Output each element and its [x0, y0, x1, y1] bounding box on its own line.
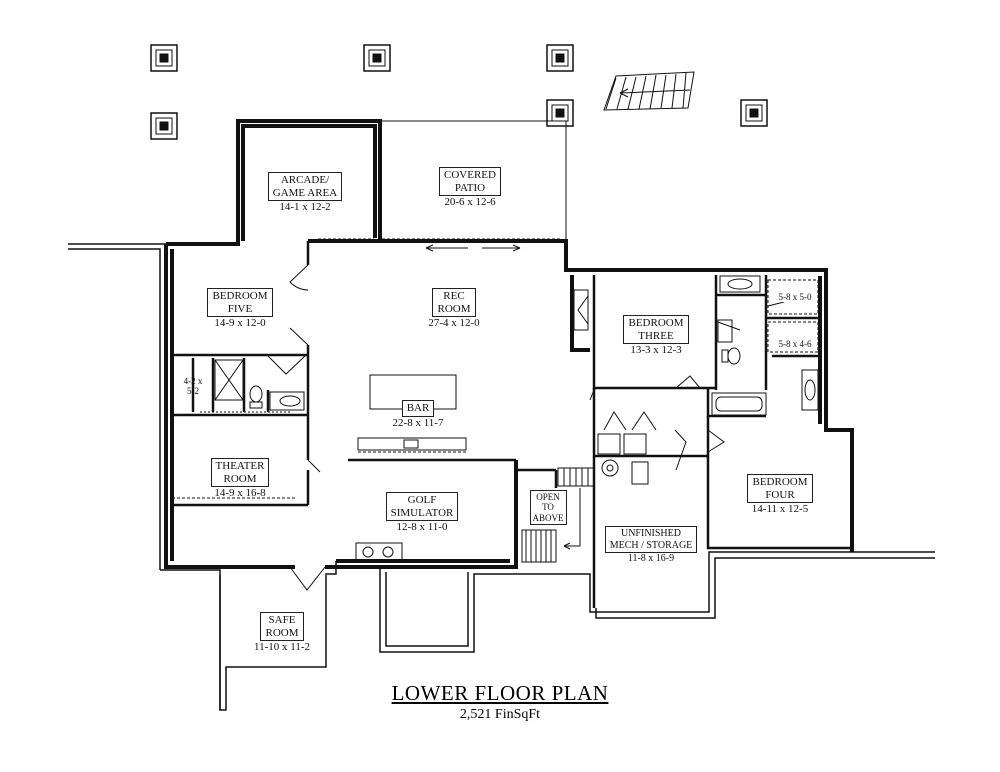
- room-dimension: 14-9 x 12-0: [214, 317, 266, 330]
- room-name-line: ABOVE: [532, 512, 564, 523]
- room-dimension: 4-2 x: [183, 376, 203, 386]
- room-dimension: 13-3 x 12-3: [630, 344, 682, 357]
- room-dimension: 5-8 x 5-0: [778, 292, 812, 302]
- room-name-line: GOLF: [407, 494, 437, 506]
- room-dimension: 14-1 x 12-2: [279, 201, 331, 214]
- theater-riser: [172, 411, 296, 499]
- plan-title: LOWER FLOOR PLAN: [391, 681, 609, 705]
- room-name-line: GAME AREA: [272, 186, 338, 199]
- sliding-door-arrows: [425, 244, 521, 252]
- golf-simulator-units: [355, 542, 403, 562]
- room-name-box: ARCADE/GAME AREA: [267, 172, 343, 202]
- column-post: [363, 44, 391, 72]
- room-dimension: 14-11 x 12-5: [751, 503, 809, 516]
- room-name-line: FIVE: [227, 302, 253, 315]
- room-name-line: BEDROOM: [212, 290, 268, 302]
- room-name-line: ROOM: [265, 626, 299, 639]
- interior-stair: [521, 467, 595, 563]
- column-post: [546, 99, 574, 127]
- mech-fixtures: [597, 433, 649, 485]
- column-posts: [150, 44, 768, 140]
- column-post: [150, 44, 178, 72]
- room-name-line: TO: [542, 502, 554, 513]
- plan-title-block: LOWER FLOOR PLAN 2,521 FinSqFt: [360, 681, 640, 723]
- room-dimension: 5-8 x 4-6: [778, 339, 812, 349]
- room-name-line: PATIO: [454, 181, 486, 194]
- room-dimension: 14-9 x 16-8: [214, 487, 266, 500]
- room-name-line: COVERED: [444, 169, 496, 181]
- room-name-line: ARCADE/: [280, 174, 330, 186]
- room-label-closet: 4-2 x 5-2: [178, 376, 208, 397]
- room-label-arcade: ARCADE/GAME AREA 14-1 x 12-2: [255, 172, 355, 214]
- fireplace: [573, 289, 589, 331]
- room-dimension: 11-10 x 11-2: [253, 641, 310, 654]
- room-dimension: 5-2: [187, 386, 199, 397]
- bath-fixtures: [214, 275, 819, 416]
- room-name-line: SAFE: [268, 614, 296, 626]
- room-name-box: BAR: [401, 400, 435, 417]
- room-name-line: REC: [443, 290, 465, 302]
- room-name-line: MECH / STORAGE: [609, 539, 693, 551]
- room-name-line: THREE: [638, 329, 674, 342]
- foundation-outline: [68, 243, 935, 711]
- room-name-line: ROOM: [223, 472, 257, 485]
- room-label-bath-b: 5-8 x 4-6: [772, 334, 818, 352]
- plan-area: 2,521 FinSqFt: [459, 707, 541, 722]
- room-label-bath-a: 5-8 x 5-0: [772, 287, 818, 305]
- room-name-line: ROOM: [437, 302, 471, 315]
- room-dimension: 22-8 x 11-7: [392, 416, 444, 429]
- column-post: [740, 99, 768, 127]
- exterior-stair: [603, 71, 695, 111]
- covered-patio-outline: [318, 120, 567, 241]
- room-name-line: FOUR: [765, 488, 795, 501]
- room-dimension: 20-6 x 12-6: [444, 196, 496, 209]
- room-name-line: OPEN: [536, 492, 560, 502]
- column-post: [546, 44, 574, 72]
- room-label-bar: BAR 22-8 x 11-7: [368, 398, 468, 429]
- room-name-line: UNFINISHED: [620, 528, 681, 539]
- interior-walls: [172, 241, 852, 608]
- room-name-line: BEDROOM: [628, 317, 684, 329]
- room-dimension: 12-8 x 11-0: [396, 521, 448, 534]
- room-dimension: 11-8 x 16-9: [627, 553, 675, 564]
- door-swings: [267, 264, 785, 591]
- room-name-line: THEATER: [215, 460, 265, 472]
- room-dimension: 27-4 x 12-0: [428, 317, 480, 330]
- room-name-line: BEDROOM: [752, 476, 808, 488]
- column-post: [150, 112, 178, 140]
- room-name-line: SIMULATOR: [390, 506, 454, 519]
